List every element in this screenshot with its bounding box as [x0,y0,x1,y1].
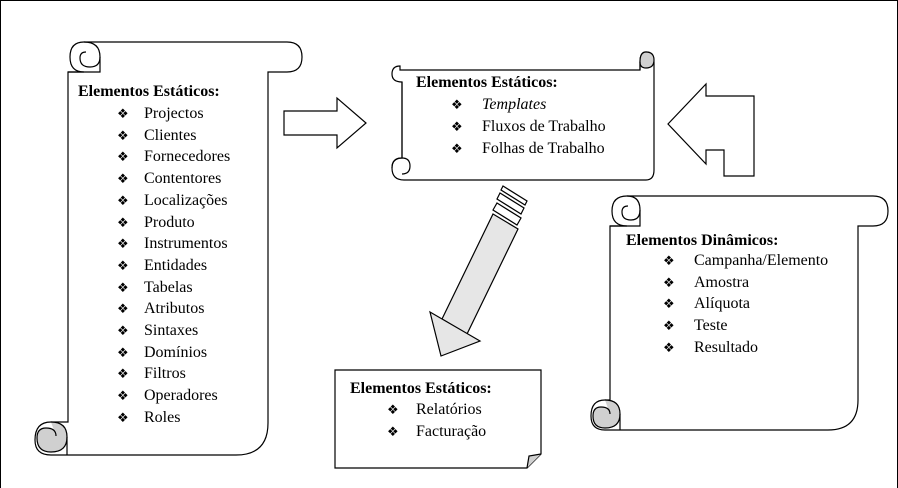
arrow-bent-left [667,82,755,177]
list-item: Localizações [144,191,228,209]
list-item: Templates [482,96,547,113]
top-scroll-shape [391,51,655,181]
bullet-icon: ❖ [117,279,129,295]
bullet-icon: ❖ [451,141,463,156]
left-scroll-shape [34,41,303,456]
list-item: Alíquota [694,295,750,313]
bullet-icon: ❖ [117,344,129,360]
bullet-icon: ❖ [663,274,675,290]
list-item: Roles [144,408,181,426]
bullet-icon: ❖ [117,301,129,317]
list-item: Fluxos de Trabalho [482,118,606,135]
bullet-icon: ❖ [663,253,675,268]
list-item: Amostra [694,273,750,291]
bullet-icon: ❖ [663,296,675,312]
bullet-icon: ❖ [117,171,129,187]
arrow-pencil [429,185,528,357]
list-item: Folhas de Trabalho [482,140,605,157]
list-item: Teste [694,317,728,335]
bullet-icon: ❖ [663,318,675,334]
bullet-icon: ❖ [117,127,129,143]
list-item: Domínios [144,343,208,361]
list-item: Fornecedores [144,148,231,166]
list-item: Facturação [416,423,487,440]
bullet-icon: ❖ [117,323,129,338]
list-item: Campanha/Elemento [694,252,829,269]
right-scroll-title: Elementos Dinâmicos: [626,232,779,249]
bullet-icon: ❖ [117,409,129,425]
list-item: Clientes [144,126,197,144]
right-scroll-shape [590,195,889,431]
bullet-icon: ❖ [117,366,129,382]
list-item: Produto [144,213,195,231]
bullet-icon: ❖ [117,106,129,121]
bullet-icon: ❖ [387,424,399,439]
list-item: Projectos [144,105,204,122]
list-item: Resultado [694,338,758,356]
list-item: Atributos [144,300,205,318]
bullet-icon: ❖ [117,149,129,165]
bullet-icon: ❖ [117,236,129,252]
bullet-icon: ❖ [117,257,129,273]
arrow-right [283,96,367,150]
list-item: Instrumentos [144,235,228,253]
left-scroll-title: Elementos Estáticos: [78,83,220,100]
list-item: Filtros [144,365,186,383]
bullet-icon: ❖ [117,388,129,404]
list-item: Contentores [144,170,222,188]
bullet-icon: ❖ [117,214,129,230]
list-item: Tabelas [144,278,193,296]
bullet-icon: ❖ [117,192,129,208]
list-item: Operadores [144,387,218,405]
bottom-document-title: Elementos Estáticos: [350,380,492,397]
bullet-icon: ❖ [451,97,463,112]
list-item: Entidades [144,256,208,274]
list-item: Relatórios [416,401,482,418]
list-item: Sintaxes [144,322,199,339]
bullet-icon: ❖ [451,119,463,134]
bullet-icon: ❖ [663,339,675,355]
bottom-document-shape [334,369,542,469]
bullet-icon: ❖ [387,402,399,417]
top-scroll-title: Elementos Estáticos: [416,74,558,91]
